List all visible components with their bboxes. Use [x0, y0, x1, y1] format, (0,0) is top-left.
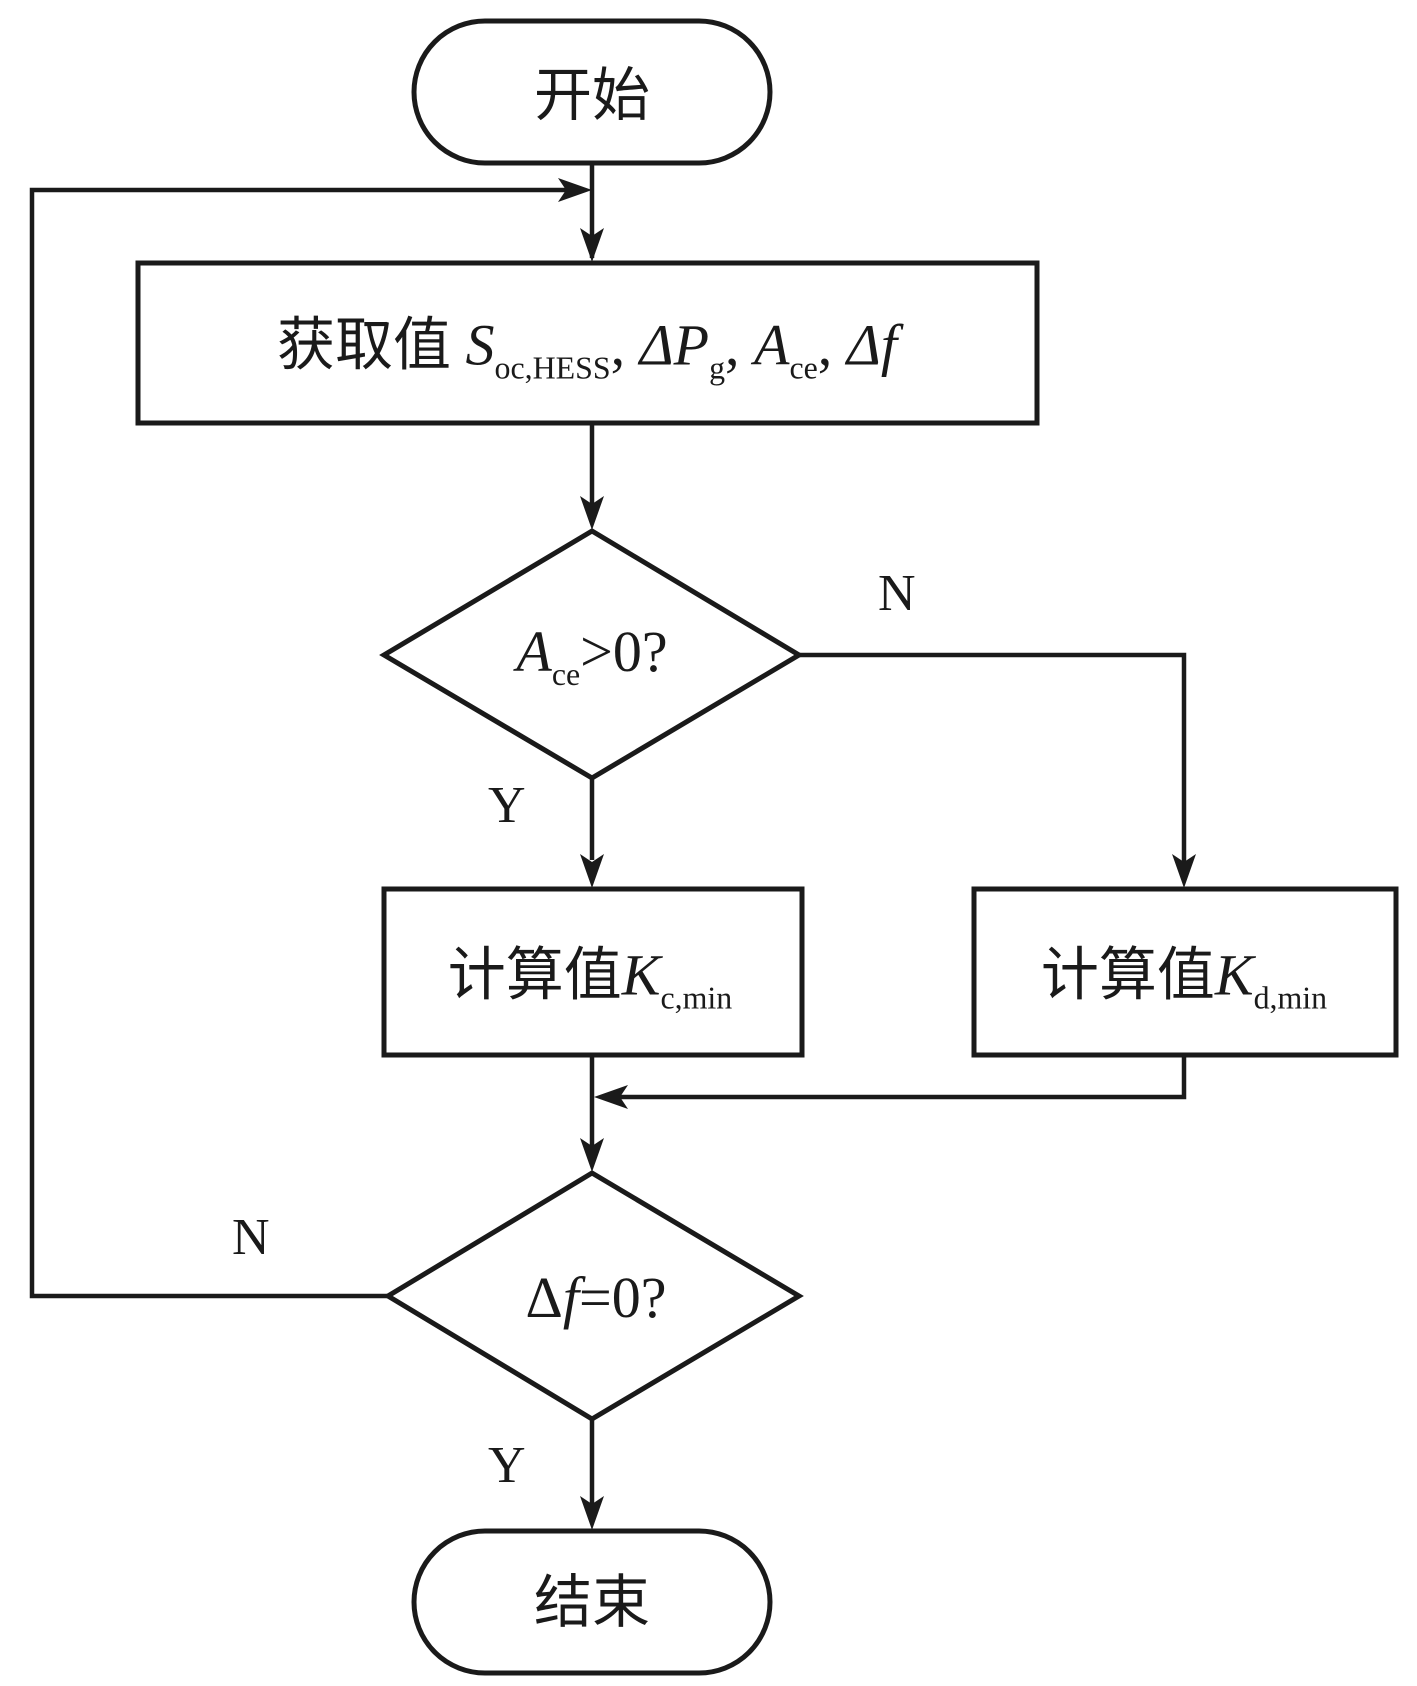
edge-calc-d-merge: [610, 1055, 1187, 1100]
sep: ,: [725, 312, 755, 378]
var-k: K: [1214, 942, 1254, 1008]
var-k-sub: c,min: [660, 980, 733, 1016]
acquire-process-box: [135, 260, 1040, 426]
arrow-down-icon: [1172, 854, 1196, 888]
end-terminal: [411, 1528, 773, 1676]
acquire-label: 获取值 Soc,HESS, ΔPg, Ace, Δf: [277, 312, 897, 385]
var-f: f: [562, 1265, 579, 1330]
end-label: 结束: [533, 1568, 651, 1636]
arrow-left-icon: [594, 1085, 628, 1109]
var-a: A: [754, 312, 790, 378]
arrow-down-icon: [580, 496, 604, 530]
decision-df-label: Δf=0?: [526, 1269, 667, 1327]
var-dp-sub: g: [709, 350, 726, 386]
edge-loop-back: [29, 187, 575, 1299]
var-k: K: [621, 942, 661, 1008]
arrow-down-icon: [580, 228, 604, 262]
var-df: Δf: [846, 312, 897, 378]
branch-label-ace-yes: Y: [488, 777, 526, 834]
arrow-down-icon: [580, 854, 604, 888]
sep: ,: [610, 312, 640, 378]
arrow-down-icon: [580, 1138, 604, 1172]
var-a-sub: ce: [789, 350, 818, 386]
edge-no-to-calc-d: [799, 652, 1187, 862]
var-s: S: [465, 312, 495, 378]
sep: ,: [817, 312, 847, 378]
calc-d-label: 计算值Kd,min: [1041, 942, 1327, 1015]
var-dp: ΔP: [639, 312, 710, 378]
branch-label-ace-no: N: [878, 565, 916, 622]
calc-prefix: 计算值: [447, 940, 622, 1009]
var-a-sub: ce: [551, 657, 581, 693]
var-s-sub: oc,HESS: [494, 350, 611, 386]
start-label: 开始: [533, 61, 651, 129]
calc-c-label: 计算值Kc,min: [448, 942, 732, 1015]
var-a: A: [516, 619, 552, 684]
calc-c-process-box: [381, 886, 805, 1058]
acquire-prefix: 获取值: [277, 310, 452, 379]
condition: =0?: [578, 1265, 667, 1330]
arrow-down-icon: [580, 1496, 604, 1530]
var-k-sub: d,min: [1253, 980, 1328, 1016]
delta-symbol: Δ: [525, 1265, 563, 1330]
calc-d-process-box: [971, 886, 1399, 1058]
decision-ace-label: Ace>0?: [516, 623, 667, 691]
branch-label-df-yes: Y: [488, 1437, 526, 1494]
branch-label-df-no: N: [232, 1209, 270, 1266]
condition: >0?: [580, 619, 668, 684]
arrow-right-icon: [558, 178, 592, 202]
calc-prefix: 计算值: [1040, 940, 1215, 1009]
